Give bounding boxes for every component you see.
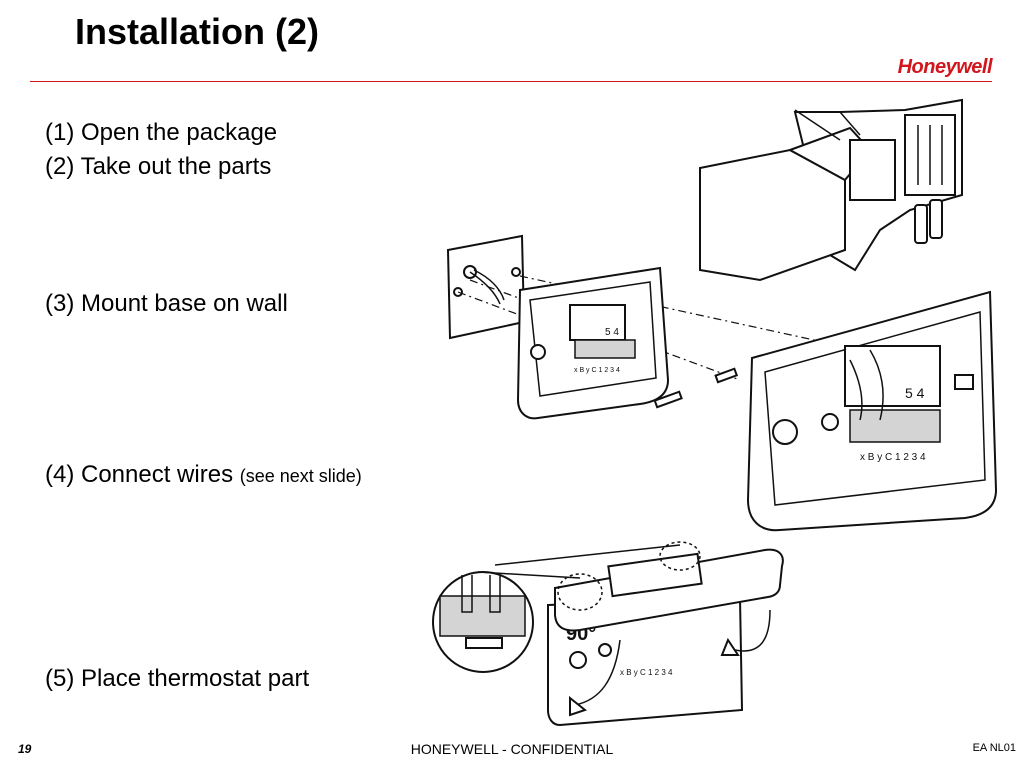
page-number: 19 [18, 742, 32, 756]
package-illustration [699, 98, 963, 282]
svg-text:x B y C 1 2 3 4: x B y C 1 2 3 4 [574, 367, 620, 374]
thermostat-placement: 90° x B y C 1 2 3 4 [547, 541, 784, 727]
slide-title: Installation (2) [75, 11, 320, 52]
step-note: (see next slide) [239, 466, 362, 486]
step-connect-wires: (4) Connect wires (see next slide) [45, 461, 362, 488]
step-mount-base: (3) Mount base on wall [45, 290, 288, 317]
confidential-label: HONEYWELL - CONFIDENTIAL [410, 741, 614, 757]
svg-text:5 4: 5 4 [905, 385, 925, 401]
screws [653, 367, 739, 409]
honeywell-logo: Honeywell [897, 56, 993, 78]
step-open-package: (1) Open the package [45, 119, 278, 146]
svg-text:x B y C 1 2 3 4: x B y C 1 2 3 4 [620, 668, 673, 677]
wall-plate-illustration [446, 234, 526, 340]
base-plate-large: 5 4 x B y C 1 2 3 4 [746, 290, 998, 532]
step-take-out-parts: (2) Take out the parts [45, 153, 272, 180]
clip-detail-zoom [432, 544, 681, 673]
svg-text:5 4: 5 4 [605, 327, 619, 338]
title-divider [30, 81, 992, 82]
step-place-thermostat: (5) Place thermostat part [45, 665, 310, 692]
svg-text:x B y C 1 2 3 4: x B y C 1 2 3 4 [860, 452, 926, 463]
base-plate-small: 5 4 x B y C 1 2 3 4 [516, 266, 670, 420]
document-code: EA NL01 [972, 742, 1016, 754]
